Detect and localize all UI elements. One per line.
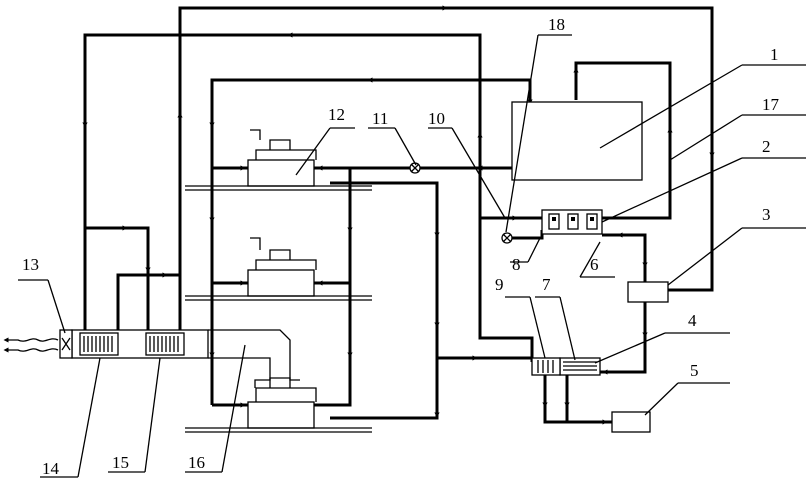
label-6: 6 (590, 255, 599, 274)
leader-lines (18, 34, 806, 478)
pipe-to-5 (543, 375, 612, 424)
pipe-second-loop (83, 33, 534, 362)
label-10: 10 (428, 109, 445, 128)
label-5: 5 (690, 361, 699, 380)
label-1: 1 (770, 45, 779, 64)
component-11-valve (409, 162, 421, 174)
label-12: 12 (328, 105, 345, 124)
label-13: 13 (22, 255, 39, 274)
label-7: 7 (542, 275, 551, 294)
label-14: 14 (42, 459, 60, 478)
label-11: 11 (372, 109, 388, 128)
indoor-unit-middle (185, 237, 372, 301)
label-3: 3 (762, 205, 771, 224)
component-5-box (611, 411, 651, 433)
component-1-box (511, 101, 643, 181)
component-9-box (531, 357, 561, 376)
label-16: 16 (188, 453, 205, 472)
component-2-manifold (541, 209, 603, 235)
flow-arrows (82, 5, 715, 425)
label-8: 8 (512, 255, 521, 274)
label-2: 2 (762, 137, 771, 156)
air-handling-duct (3, 329, 300, 388)
pipe-unit-return (330, 181, 532, 420)
pipe-unit-loop-left-feed (212, 166, 248, 407)
indoor-unit-bottom (185, 377, 372, 433)
component-18-valve (501, 232, 513, 244)
label-4: 4 (688, 311, 697, 330)
label-15: 15 (112, 453, 129, 472)
pipe-valve18-link (512, 230, 544, 240)
component-7-exchanger (559, 357, 601, 376)
pipe-unit-out-1 (314, 166, 352, 407)
component-labels: 1 2 3 4 5 6 7 8 9 10 11 12 13 14 15 16 1… (22, 15, 780, 478)
label-9: 9 (495, 275, 504, 294)
label-17: 17 (762, 95, 780, 114)
component-3-box (627, 281, 669, 303)
label-18: 18 (548, 15, 565, 34)
pipe-hx-branch-a (85, 226, 150, 330)
